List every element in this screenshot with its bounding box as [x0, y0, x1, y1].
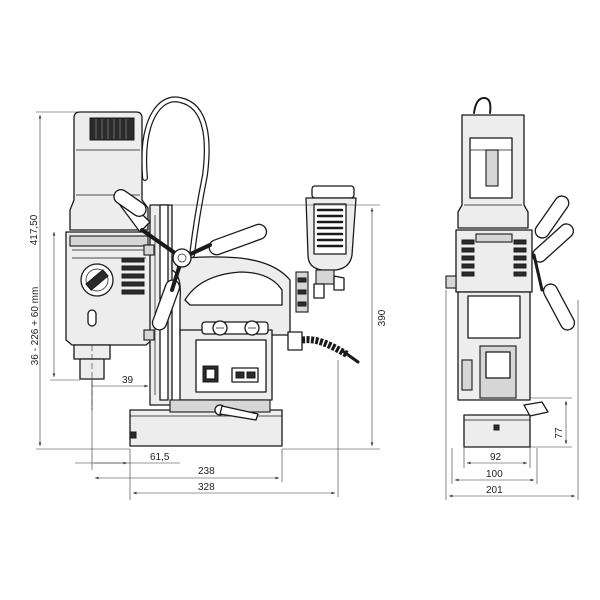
tank-level-marks — [316, 208, 344, 248]
dim-spindle-offset: 39 — [122, 375, 134, 386]
dim-column-height: 390 — [377, 309, 388, 326]
dim-base-width: 100 — [486, 469, 503, 480]
front-feed-handles — [531, 195, 576, 331]
dim-total-width: 201 — [486, 485, 503, 496]
motor-vent-grille — [89, 117, 135, 141]
dim-base-length: 328 — [198, 482, 215, 493]
dim-base-front: 61,5 — [150, 452, 170, 463]
clamp-lever — [214, 404, 259, 421]
dim-total-height: 417,50 — [29, 214, 40, 245]
gearbox-vents — [121, 257, 145, 295]
cable-gland — [287, 331, 303, 351]
dim-magnet-width: 92 — [490, 452, 502, 463]
front-vents — [461, 239, 527, 277]
feed-handles — [113, 189, 268, 331]
power-cable — [301, 336, 350, 359]
dimension-lines — [36, 111, 579, 500]
side-view — [65, 96, 360, 447]
dim-stroke-range: 36 - 226 + 60 mm — [30, 287, 41, 366]
coolant-tank — [295, 185, 357, 313]
dim-base-height: 77 — [554, 427, 565, 439]
feed-hub — [172, 248, 192, 268]
front-clamp-lever — [523, 401, 549, 417]
front-view — [445, 97, 576, 448]
dim-base-mid: 238 — [198, 466, 215, 477]
magnetic-base — [129, 409, 283, 447]
